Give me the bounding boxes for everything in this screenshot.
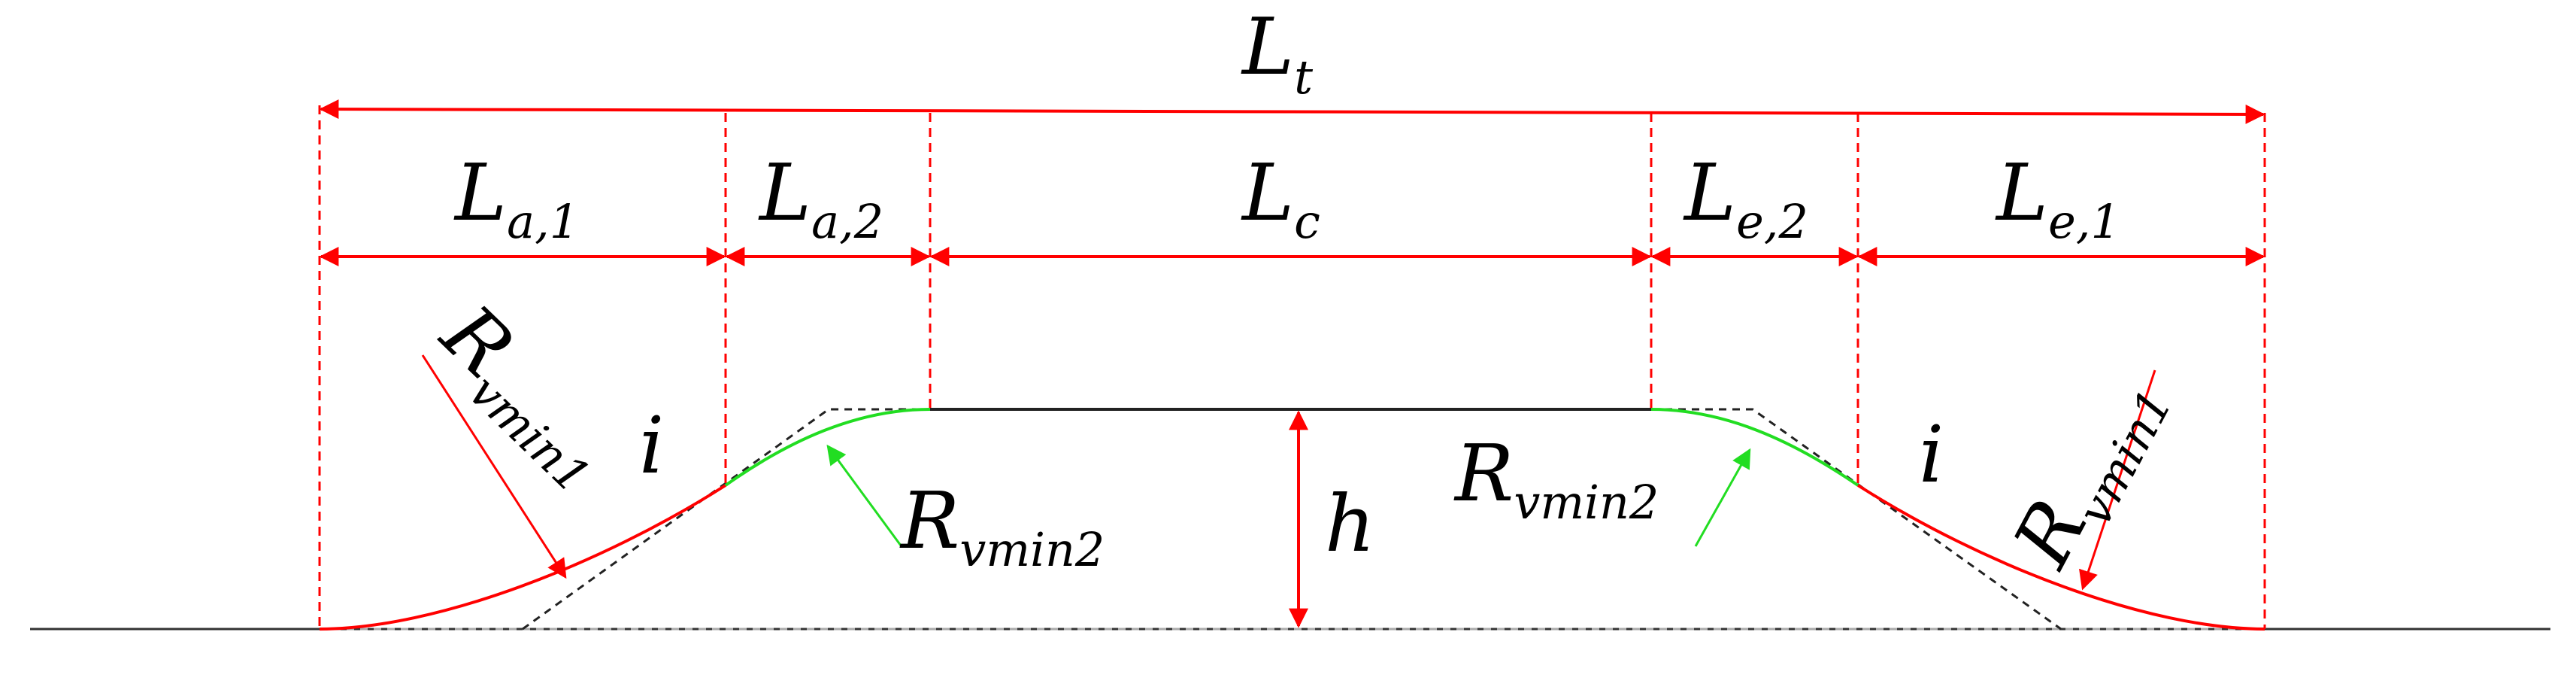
label-slope-i-left: i	[639, 400, 664, 491]
dimension-arrow-lt	[319, 99, 2265, 124]
label-rvmin2-right: Rvmin2	[1453, 427, 1659, 530]
ramp-trapezoid-dashed-line-right	[1651, 408, 2062, 631]
label-lc: Lc	[1241, 147, 1320, 249]
label-la1: La,1	[453, 147, 579, 249]
label-h: h	[1325, 478, 1375, 570]
leader-rvmin1-left	[421, 354, 567, 579]
label-le1: Le,1	[1995, 147, 2120, 249]
right-crest-curve-rvmin2	[1650, 408, 1859, 487]
label-rvmin2-left: Rvmin2	[899, 475, 1105, 577]
label-slope-i-right: i	[1919, 409, 1944, 500]
guide-lines	[318, 105, 2266, 629]
label-la2: La,2	[758, 147, 883, 249]
right-sag-curve-rvmin1	[1856, 484, 2265, 631]
left-sag-curve-rvmin1	[319, 484, 727, 631]
leader-rvmin2-left	[826, 444, 902, 546]
leader-rvmin1-right	[2079, 369, 2156, 591]
leader-rvmin2-right	[1694, 448, 1751, 547]
label-rvmin1-right: Rvmin1	[1995, 357, 2183, 588]
label-le2: Le,2	[1683, 147, 1808, 249]
ramp-trapezoid-dashed-line	[522, 408, 930, 631]
label-lt: Lt	[1241, 1, 1313, 105]
left-crest-curve-rvmin2	[724, 408, 931, 487]
